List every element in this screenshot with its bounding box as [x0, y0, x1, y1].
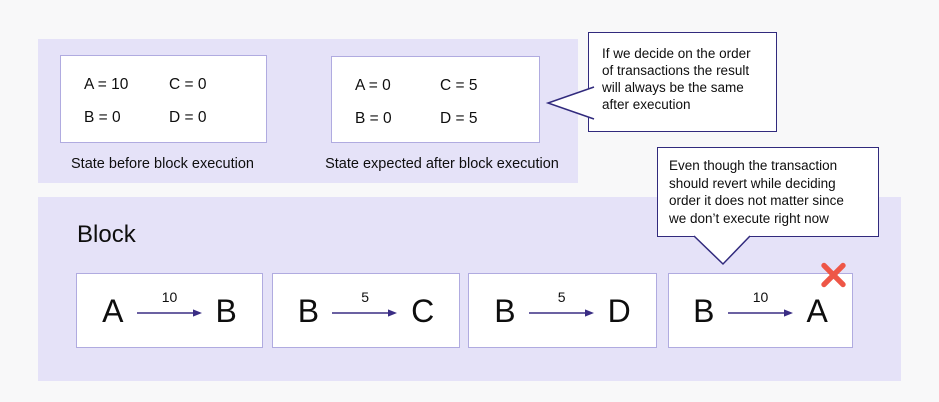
callout-line: will always be the same: [602, 80, 744, 95]
arrow-right-icon: [136, 309, 202, 317]
tx-amount: 5: [557, 289, 566, 305]
state-values-grid: A = 10 C = 0 B = 0 D = 0: [61, 56, 266, 127]
transaction-box-b-to-c: B 5 C: [272, 273, 460, 348]
state-before-caption: State before block execution: [71, 156, 254, 172]
tx-to-account: A: [806, 292, 828, 329]
callout-tail-down-icon: [693, 235, 751, 266]
state-value: B = 0: [355, 110, 392, 127]
callout-line: should revert while deciding: [669, 175, 836, 191]
tx-to-account: D: [607, 292, 631, 329]
state-value: C = 0: [169, 76, 207, 93]
transaction-box-a-to-b: A 10 B: [76, 273, 263, 348]
tx-transfer: 10: [727, 289, 794, 332]
state-after-caption: State expected after block execution: [325, 156, 559, 172]
tx-amount: 10: [161, 289, 178, 305]
tx-transfer: 5: [332, 289, 398, 332]
state-value: A = 0: [355, 77, 391, 94]
state-after-box: A = 0 C = 5 B = 0 D = 5: [331, 56, 540, 143]
transaction-box-b-to-d: B 5 D: [468, 273, 657, 348]
state-values-grid: A = 0 C = 5 B = 0 D = 5: [332, 57, 539, 128]
tx-from-account: A: [102, 292, 124, 329]
state-value: A = 10: [84, 76, 129, 93]
arrow-right-icon: [332, 309, 398, 317]
callout-revert-bubble: Even though the transaction should rever…: [657, 147, 879, 237]
tx-transfer: 10: [136, 289, 203, 332]
tx-amount: 5: [361, 289, 369, 305]
callout-line: of transactions the result: [602, 63, 750, 78]
rejected-x-icon: [821, 262, 846, 288]
tx-from-account: B: [297, 292, 320, 329]
arrow-right-icon: [528, 309, 594, 317]
tx-from-account: B: [693, 292, 715, 329]
callout-line: Even though the transaction: [669, 158, 838, 173]
callout-tail-left-icon: [545, 86, 595, 120]
block-title: Block: [77, 221, 136, 248]
arrow-right-icon: [727, 309, 793, 317]
tx-amount: 10: [752, 289, 769, 305]
tx-to-account: C: [411, 292, 435, 329]
callout-line: If we decide on the order: [602, 46, 751, 61]
tx-transfer: 5: [528, 289, 595, 332]
callout-line: after execution: [602, 97, 691, 112]
state-value: C = 5: [440, 77, 478, 94]
callout-order-bubble: If we decide on the order of transaction…: [588, 32, 777, 132]
tx-from-account: B: [494, 292, 516, 329]
callout-line: we don’t execute right now: [669, 210, 829, 226]
state-value: D = 5: [440, 110, 478, 127]
callout-line: order it does not matter since: [669, 193, 844, 208]
tx-to-account: B: [215, 292, 237, 329]
state-before-box: A = 10 C = 0 B = 0 D = 0: [60, 55, 267, 143]
state-value: B = 0: [84, 109, 121, 126]
state-value: D = 0: [169, 109, 207, 126]
